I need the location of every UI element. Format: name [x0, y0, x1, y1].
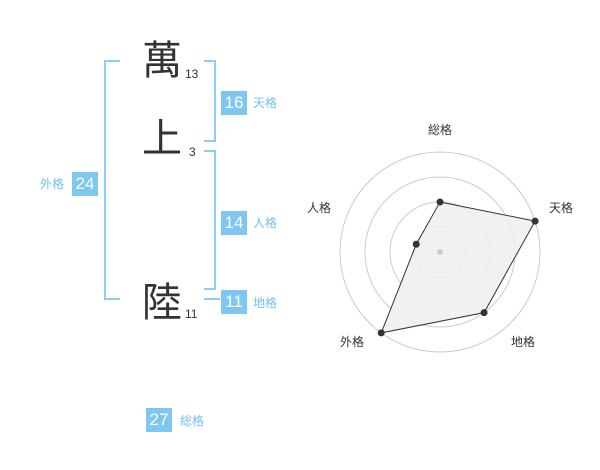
name-char-2: 上 — [142, 116, 182, 162]
stroke-count-3: 11 — [185, 307, 198, 321]
radar-points — [377, 198, 539, 337]
jinkaku-bracket — [204, 150, 216, 290]
radar-axis-label-soukaku: 総格 — [428, 123, 453, 137]
radar-axis-label-jinkaku: 人格 — [307, 201, 332, 215]
radar-center-dot — [437, 249, 443, 255]
stroke-count-1: 13 — [185, 67, 199, 81]
radar-point-4 — [412, 240, 420, 248]
radar-axis-label-tenkaku: 天格 — [549, 201, 574, 215]
tenkaku-badge: 16 — [221, 91, 247, 115]
outer-bracket — [104, 60, 120, 300]
chikaku-connector — [204, 298, 220, 300]
radar-axis-label-gaikaku: 外格 — [340, 335, 365, 349]
soukaku-label: 総格 — [180, 414, 205, 428]
name-char-1: 萬 — [142, 38, 182, 84]
jinkaku-label: 人格 — [253, 216, 278, 230]
radar-point-1 — [531, 217, 539, 225]
radar-ring — [339, 151, 541, 353]
gaikaku-badge: 24 — [72, 172, 98, 196]
name-char-3: 陸 — [142, 280, 182, 326]
stroke-count-2: 3 — [189, 145, 196, 159]
radar-point-2 — [480, 309, 488, 317]
jinkaku-badge: 14 — [221, 211, 247, 235]
tenkaku-bracket — [204, 60, 216, 142]
soukaku-badge: 27 — [146, 408, 172, 432]
gaikaku-label: 外格 — [40, 177, 65, 191]
chikaku-badge: 11 — [221, 290, 247, 314]
tenkaku-label: 天格 — [253, 96, 278, 110]
radar-point-3 — [377, 329, 385, 337]
radar-polygon — [380, 201, 536, 334]
radar-point-0 — [436, 198, 444, 206]
chikaku-label: 地格 — [253, 296, 278, 310]
radar-axis-label-chikaku: 地格 — [511, 335, 536, 349]
